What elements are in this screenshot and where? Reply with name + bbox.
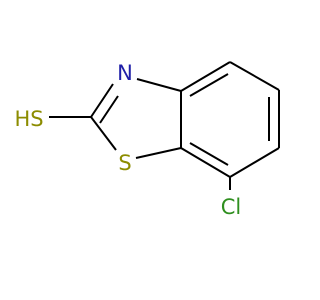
bonds xyxy=(49,61,280,190)
bond-c7a-s xyxy=(135,147,182,159)
bond-c2-n-double-outer xyxy=(90,83,114,118)
atom-label-sh: HS xyxy=(14,107,43,131)
bond-n-c3a xyxy=(136,78,182,92)
bond-c7-c7a-inner xyxy=(189,142,229,166)
bond-c7-c7a xyxy=(180,147,231,178)
bond-c3a-c4 xyxy=(180,61,231,92)
atom-labels: N S HS Cl xyxy=(14,61,241,219)
molecule-structure: N S HS Cl xyxy=(14,61,280,219)
atom-label-s: S xyxy=(118,151,131,175)
bond-c6-c7 xyxy=(229,147,280,178)
bond-c2-n-double-inner xyxy=(99,95,119,124)
bond-c3a-c4-inner xyxy=(189,73,229,97)
atom-label-n: N xyxy=(117,61,133,85)
bond-s-c2 xyxy=(90,116,117,151)
bond-c4-c5 xyxy=(229,61,280,91)
atom-label-cl: Cl xyxy=(221,195,242,219)
